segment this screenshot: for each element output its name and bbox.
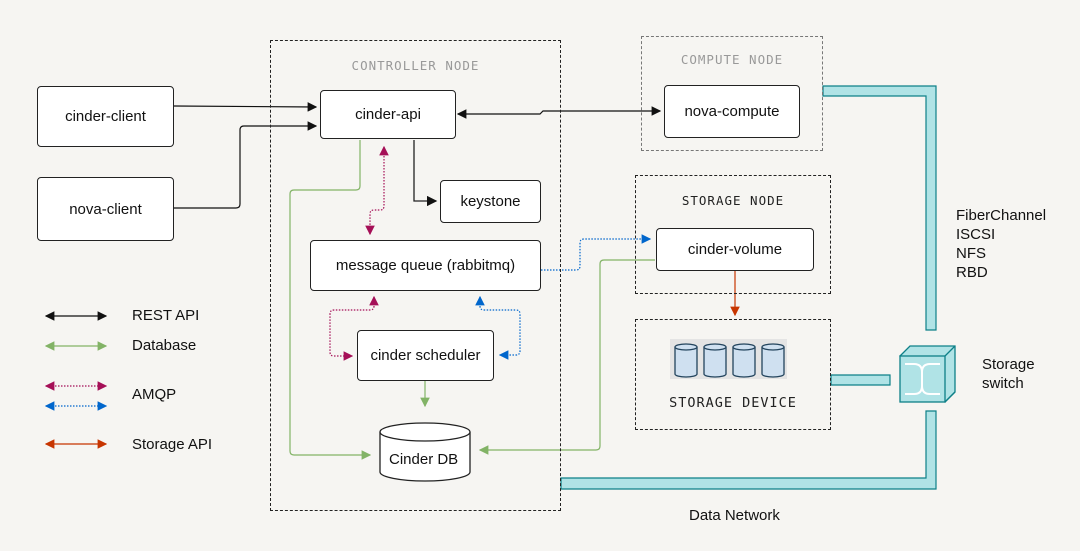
- protocol-item: ISCSI: [956, 226, 996, 243]
- protocol-list: FiberChannel ISCSI NFS RBD: [956, 206, 1046, 282]
- compute-node-title: COMPUTE NODE: [680, 52, 784, 67]
- nova-compute-box[interactable]: nova-compute: [664, 85, 800, 138]
- wire-api-mq-amqp: [365, 145, 389, 236]
- network-bus: [560, 410, 937, 490]
- data-network-label: Data Network: [689, 507, 780, 524]
- device-link: [830, 374, 891, 386]
- cinder-db-label[interactable]: Cinder DB: [389, 451, 459, 468]
- legend-rest-api: REST API: [132, 307, 200, 324]
- nova-client-box[interactable]: nova-client: [37, 177, 174, 241]
- wire-mq-volume-amqp: [541, 234, 652, 271]
- wire-api-to-db: [289, 140, 372, 460]
- storage-node: STORAGE NODE: [635, 175, 831, 294]
- controller-node: CONTROLLER NODE: [270, 40, 561, 511]
- cinder-volume-box[interactable]: cinder-volume: [656, 228, 814, 271]
- storage-device-node: STORAGE DEVICE: [635, 319, 831, 430]
- storage-node-title: STORAGE NODE: [681, 193, 785, 208]
- protocol-item: NFS: [956, 245, 986, 262]
- protocol-item: RBD: [956, 264, 988, 281]
- message-queue-box[interactable]: message queue (rabbitmq): [310, 240, 541, 291]
- wire-mq-scheduler-amqp-magenta: [329, 295, 379, 361]
- protocol-item: FiberChannel: [956, 207, 1047, 224]
- wire-mq-scheduler-amqp-blue: [475, 295, 521, 360]
- controller-node-title: CONTROLLER NODE: [351, 58, 480, 73]
- compute-uplink: [822, 85, 937, 331]
- cinder-db-cylinder: [379, 422, 471, 482]
- cinder-client-box[interactable]: cinder-client: [37, 86, 174, 147]
- keystone-box[interactable]: keystone: [440, 180, 541, 223]
- compute-node: COMPUTE NODE: [641, 36, 823, 151]
- storage-disks-icon: [670, 339, 787, 379]
- legend-database: Database: [132, 337, 197, 354]
- storage-device-title: STORAGE DEVICE: [669, 395, 797, 411]
- legend-amqp: AMQP: [132, 386, 177, 403]
- wire-volume-to-db: [478, 259, 655, 455]
- cinder-api-box[interactable]: cinder-api: [320, 90, 456, 139]
- wire-api-to-keystone: [413, 140, 438, 207]
- wire-api-nova-compute: [456, 106, 662, 119]
- legend-storage-api: Storage API: [132, 436, 213, 453]
- wire-nova-client-to-api: [174, 121, 318, 209]
- cinder-scheduler-box[interactable]: cinder scheduler: [357, 330, 494, 381]
- wire-cinder-client-to-api: [173, 102, 318, 112]
- storage-switch-label: Storage switch: [982, 356, 1035, 392]
- data-network-pipes: [560, 85, 937, 490]
- storage-switch-icon: [899, 345, 956, 403]
